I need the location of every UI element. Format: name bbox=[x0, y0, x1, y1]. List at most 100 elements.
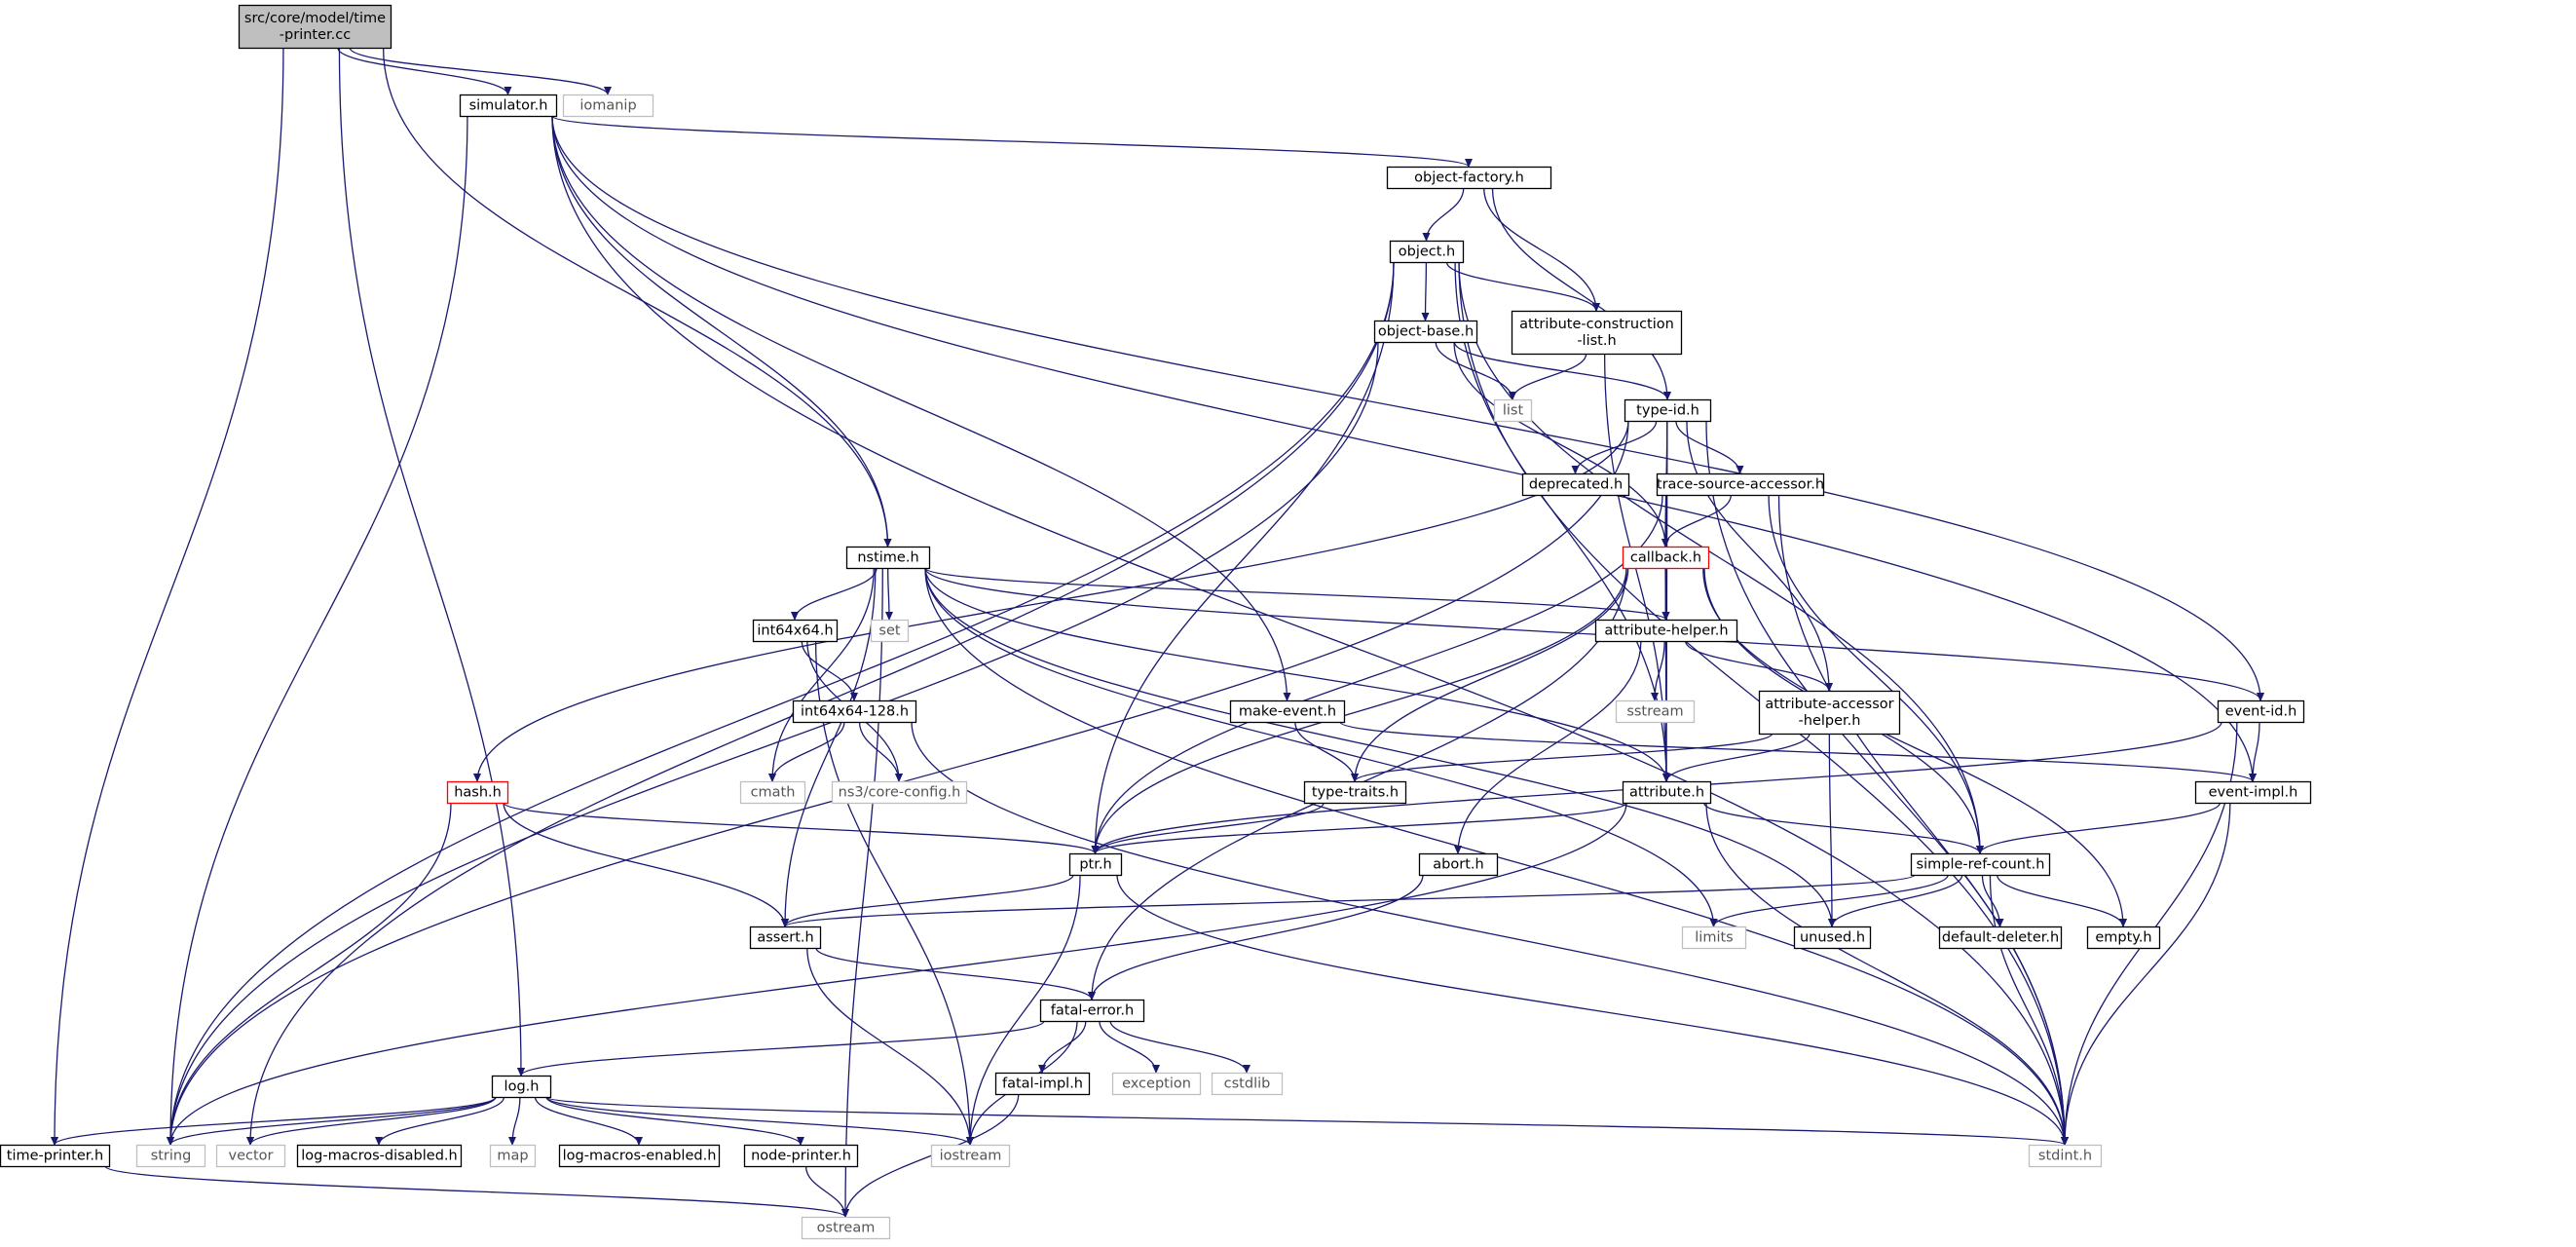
node-box bbox=[749, 926, 822, 950]
node-label: type-id.h bbox=[1636, 403, 1699, 419]
node-label: default-deleter.h bbox=[1942, 930, 2059, 946]
node-callback-h[interactable]: callback.h bbox=[1622, 546, 1710, 570]
node-type-id-h[interactable]: type-id.h bbox=[1624, 398, 1712, 423]
node-map: map bbox=[489, 1144, 537, 1168]
node-node-printer-h[interactable]: node-printer.h bbox=[743, 1144, 859, 1168]
node-default-deleter-h[interactable]: default-deleter.h bbox=[1938, 926, 2063, 950]
node-object-base-h[interactable]: object-base.h bbox=[1373, 320, 1478, 344]
node-label: object-factory.h bbox=[1414, 170, 1524, 186]
node-label: sstream bbox=[1626, 704, 1683, 720]
edge-fatal_error_h-to-fatal_impl_h bbox=[1038, 1020, 1087, 1074]
node-event-impl-h[interactable]: event-impl.h bbox=[2194, 780, 2312, 805]
node-abort-h[interactable]: abort.h bbox=[1418, 852, 1499, 877]
node-ptr-h[interactable]: ptr.h bbox=[1068, 852, 1123, 877]
node-nstime-h[interactable]: nstime.h bbox=[845, 546, 931, 570]
edge-attribute_h-to-ptr_h bbox=[1091, 802, 1627, 854]
node-label: iostream bbox=[940, 1149, 1002, 1164]
node-box bbox=[1521, 472, 1630, 497]
node-log-h[interactable]: log.h bbox=[491, 1075, 552, 1099]
edge-trace_source_accessor_h-to-callback_h bbox=[1661, 494, 1732, 548]
edge-simulator_h-to-event_impl_h bbox=[551, 115, 2257, 782]
node-limits: limits bbox=[1681, 926, 1747, 950]
edge-ptr_h-to-iostream bbox=[966, 874, 1081, 1146]
edge-log_h-to-iostream bbox=[545, 1096, 974, 1146]
node-label: int64x64-128.h bbox=[801, 704, 909, 720]
edge-trace_source_accessor_h-to-simple_ref_count_h bbox=[1768, 494, 1984, 854]
edge-fatal_error_h-to-log_h bbox=[517, 1020, 1045, 1077]
node-box bbox=[1303, 780, 1407, 805]
edge-nstime_h-to-cmath bbox=[768, 567, 875, 782]
edge-log_h-to-log_macros_disabled_h bbox=[375, 1096, 505, 1146]
edge-fatal_error_h-to-cstdlib bbox=[1109, 1020, 1251, 1074]
node-log-macros-enabled-h[interactable]: log-macros-enabled.h bbox=[558, 1144, 721, 1168]
node-trace-source-accessor-h[interactable]: trace-source-accessor.h bbox=[1656, 472, 1825, 497]
node-time-printer-h[interactable]: time-printer.h bbox=[0, 1144, 111, 1168]
node-box bbox=[1389, 240, 1465, 264]
node-label: attribute-accessor bbox=[1765, 697, 1893, 712]
node-fatal-impl-h[interactable]: fatal-impl.h bbox=[994, 1072, 1091, 1096]
node-box bbox=[489, 1144, 537, 1168]
node-simulator-h[interactable]: simulator.h bbox=[459, 94, 558, 118]
edge-ptr_h-to-stdint_h bbox=[1116, 874, 2069, 1146]
node-label: set bbox=[878, 624, 900, 639]
node-box bbox=[752, 619, 839, 643]
node-label: attribute-helper.h bbox=[1604, 624, 1728, 639]
node-box bbox=[1373, 320, 1478, 344]
nodes-layer: src/core/model/time-printer.cc simulator.… bbox=[0, 4, 2312, 1240]
edge-log_h-to-map bbox=[508, 1096, 521, 1146]
edge-simulator_h-to-object_factory_h bbox=[551, 115, 1473, 168]
edge-event_impl_h-to-simple_ref_count_h bbox=[1976, 802, 2221, 854]
node-int64x64-h[interactable]: int64x64.h bbox=[752, 619, 839, 643]
node-time-printer-cc[interactable]: src/core/model/time-printer.cc bbox=[238, 4, 392, 50]
node-label: log-macros-enabled.h bbox=[563, 1149, 717, 1164]
node-attribute-accessor-helper-h[interactable]: attribute-accessor-helper.h bbox=[1758, 690, 1901, 736]
node-box bbox=[1656, 472, 1825, 497]
node-object-factory-h[interactable]: object-factory.h bbox=[1386, 166, 1552, 190]
node-label: -list.h bbox=[1577, 333, 1616, 349]
node-box bbox=[0, 1144, 111, 1168]
node-type-traits-h[interactable]: type-traits.h bbox=[1303, 780, 1407, 805]
edge-simple_ref_count_h-to-stdint_h bbox=[1989, 874, 2069, 1146]
edge-assert_h-to-fatal_error_h bbox=[815, 947, 1096, 1001]
edge-simple_ref_count_h-to-empty_h bbox=[1996, 874, 2127, 927]
node-deprecated-h[interactable]: deprecated.h bbox=[1521, 472, 1630, 497]
node-box bbox=[2217, 699, 2305, 724]
node-label: ns3/core-config.h bbox=[839, 785, 961, 801]
edges-layer bbox=[51, 47, 2264, 1218]
node-label: vector bbox=[229, 1149, 274, 1164]
node-event-id-h[interactable]: event-id.h bbox=[2217, 699, 2305, 724]
edge-object_base_h-to-string bbox=[167, 341, 1379, 1146]
node-make-event-h[interactable]: make-event.h bbox=[1229, 699, 1346, 724]
edge-attribute_h-to-simple_ref_count_h bbox=[1702, 802, 1984, 854]
node-assert-h[interactable]: assert.h bbox=[749, 926, 822, 950]
node-empty-h[interactable]: empty.h bbox=[2086, 926, 2161, 950]
node-unused-h[interactable]: unused.h bbox=[1793, 926, 1872, 950]
edge-hash_h-to-assert_h bbox=[503, 802, 789, 927]
node-iostream: iostream bbox=[930, 1144, 1011, 1168]
node-attribute-helper-h[interactable]: attribute-helper.h bbox=[1594, 619, 1738, 643]
edge-log_h-to-node_printer_h bbox=[545, 1096, 804, 1146]
node-label: map bbox=[497, 1149, 528, 1164]
node-vector: vector bbox=[215, 1144, 286, 1168]
node-cstdlib: cstdlib bbox=[1211, 1072, 1284, 1096]
edge-type_traits_h-to-ptr_h bbox=[1091, 802, 1325, 854]
node-attribute-construction-list-h[interactable]: attribute-construction-list.h bbox=[1511, 310, 1683, 356]
node-fatal-error-h[interactable]: fatal-error.h bbox=[1039, 999, 1145, 1023]
node-label: attribute.h bbox=[1629, 785, 1704, 801]
node-attribute-h[interactable]: attribute.h bbox=[1622, 780, 1712, 805]
node-int64x64-128-h[interactable]: int64x64-128.h bbox=[792, 699, 917, 724]
node-hash-h[interactable]: hash.h bbox=[446, 780, 509, 805]
edge-simple_ref_count_h-to-limits bbox=[1709, 874, 1949, 927]
edge-simulator_h-to-nstime_h bbox=[551, 115, 892, 548]
node-label: callback.h bbox=[1630, 550, 1701, 566]
node-stdint-h: stdint.h bbox=[2028, 1144, 2103, 1168]
node-box bbox=[1511, 310, 1683, 356]
node-simple-ref-count-h[interactable]: simple-ref-count.h bbox=[1910, 852, 2051, 877]
node-box bbox=[801, 1216, 891, 1240]
node-label: ostream bbox=[817, 1221, 876, 1236]
node-box bbox=[2086, 926, 2161, 950]
node-label: deprecated.h bbox=[1529, 477, 1623, 493]
node-box bbox=[845, 546, 931, 570]
node-object-h[interactable]: object.h bbox=[1389, 240, 1465, 264]
node-log-macros-disabled-h[interactable]: log-macros-disabled.h bbox=[296, 1144, 463, 1168]
